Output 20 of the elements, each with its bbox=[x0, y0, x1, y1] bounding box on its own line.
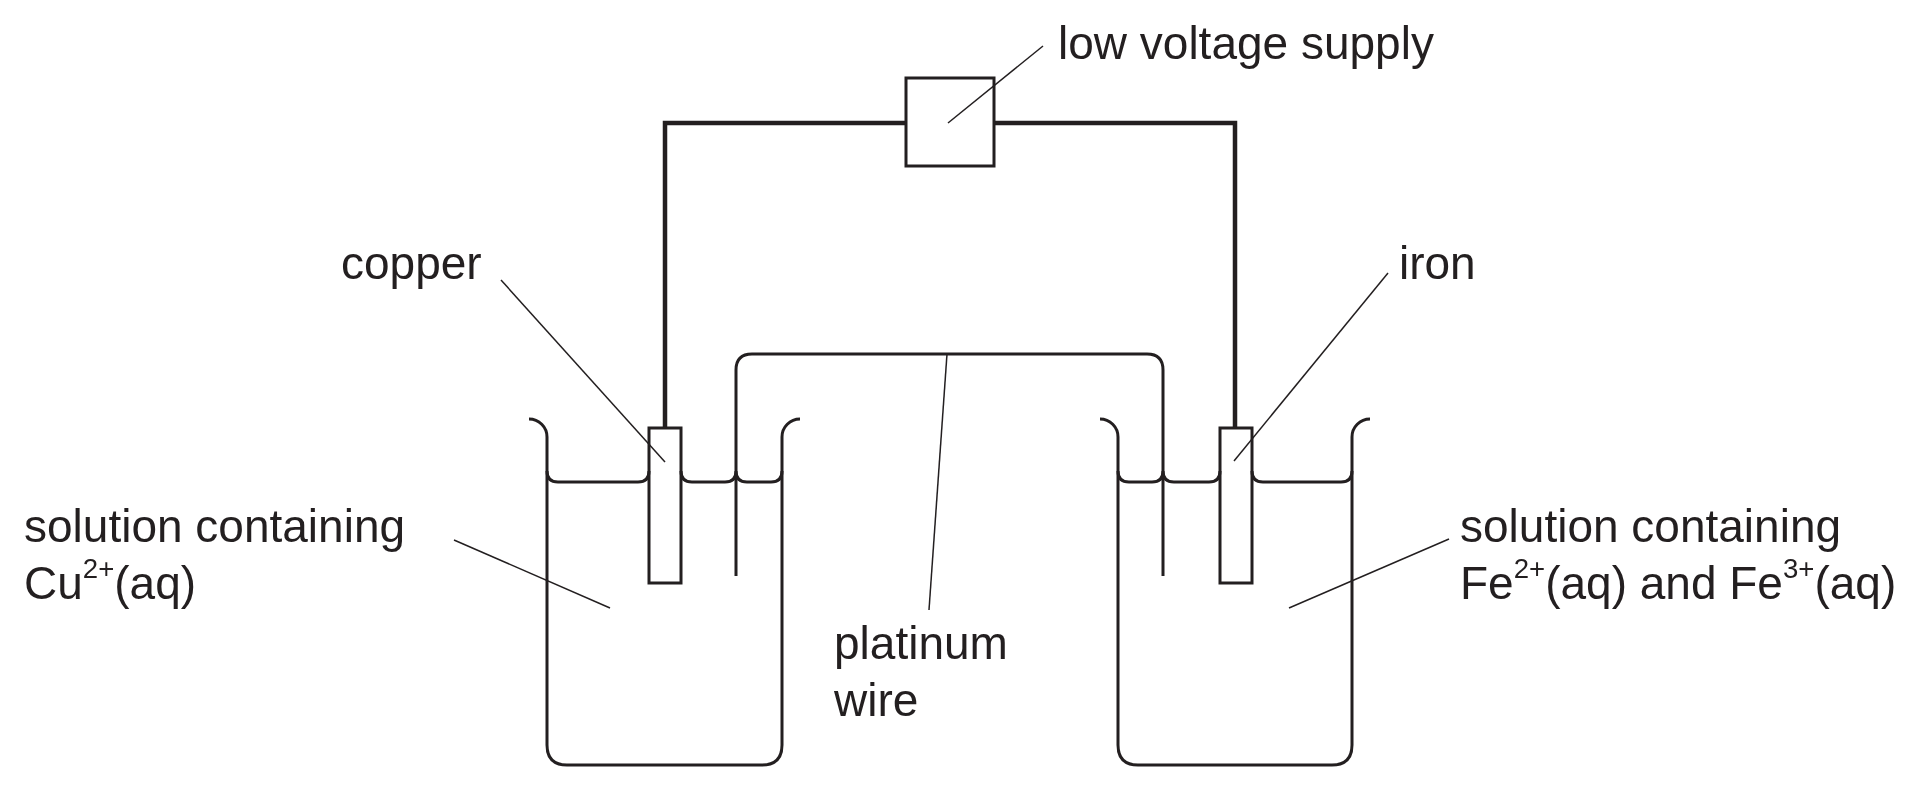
callout-label: platinum wire bbox=[834, 615, 1034, 729]
leader-line bbox=[1288, 538, 1450, 609]
electrode-strip bbox=[647, 426, 683, 585]
power-supply-symbol bbox=[904, 76, 996, 168]
electrode-strip bbox=[1218, 426, 1254, 585]
callout-label: copper bbox=[341, 235, 482, 292]
beaker bbox=[1099, 417, 1371, 767]
leader-line bbox=[453, 539, 611, 609]
leader-line bbox=[1233, 272, 1389, 462]
bent-wire bbox=[734, 352, 1165, 576]
callout-label: solution containing Fe$^{2+}$(aq) and Fe$^{3+}$(aq) bbox=[1460, 498, 1908, 612]
beaker bbox=[528, 417, 801, 767]
connecting-wire bbox=[994, 120, 1238, 428]
leader-line bbox=[947, 45, 1044, 124]
leader-line bbox=[928, 353, 948, 611]
leader-line bbox=[500, 279, 666, 463]
connecting-wire bbox=[662, 120, 906, 428]
callout-label: solution containing Cu$^{2+}$(aq) bbox=[24, 498, 424, 612]
callout-label: iron bbox=[1399, 235, 1476, 292]
callout-label: low voltage supply bbox=[1058, 15, 1434, 72]
